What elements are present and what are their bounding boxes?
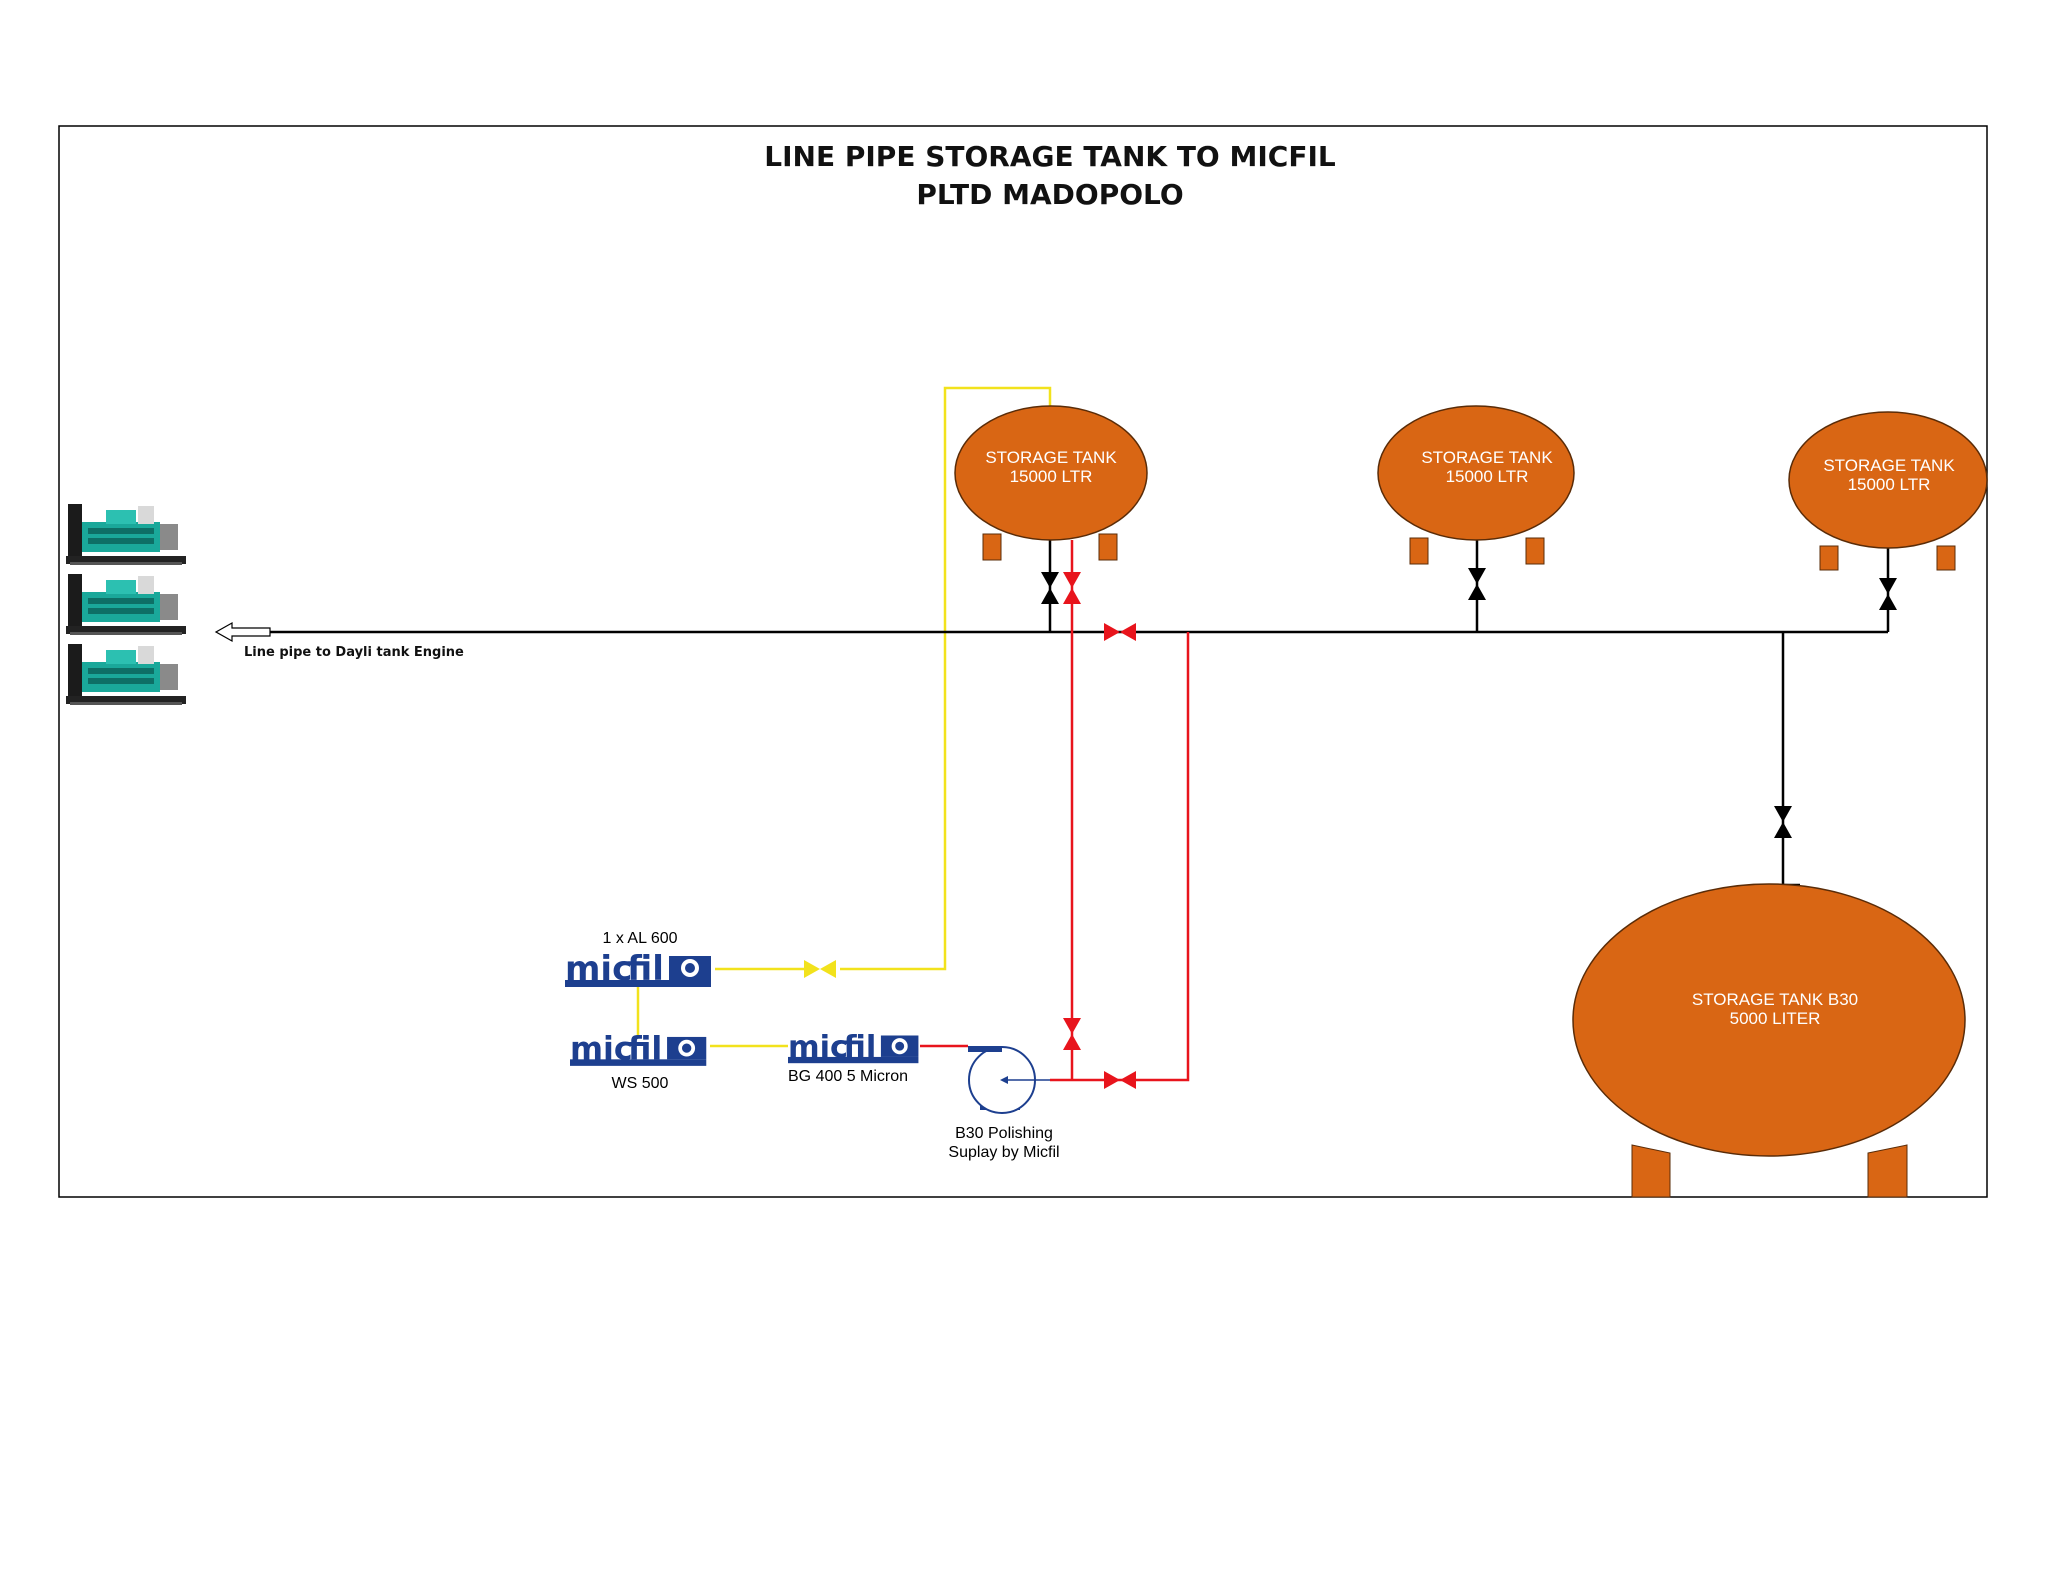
gate-valve-icon	[1468, 568, 1486, 600]
pump-label-line2: Suplay by Micfil	[948, 1144, 1059, 1161]
tank-3-label-line2: 15000 LTR	[1848, 475, 1931, 494]
diagram-title-line1: LINE PIPE STORAGE TANK TO MICFIL	[764, 140, 1336, 173]
filter-ws500	[570, 1032, 707, 1068]
gate-valve-icon	[804, 960, 836, 978]
ws500-label: WS 500	[612, 1075, 669, 1092]
pump-label-line1: B30 Polishing	[955, 1125, 1053, 1142]
tank-3-label-line1: STORAGE TANK	[1823, 456, 1955, 475]
gate-valve-icon	[1041, 572, 1059, 604]
generator-icon	[66, 640, 186, 706]
al600-label: 1 x AL 600	[602, 930, 677, 947]
generator-icon	[66, 500, 186, 566]
engine-line-label: Line pipe to Dayli tank Engine	[244, 645, 464, 660]
tank-b30-label-line1: STORAGE TANK B30	[1692, 990, 1858, 1009]
yellow-line	[636, 386, 1052, 1048]
gate-valve-icon	[1063, 572, 1081, 604]
filter-al600	[565, 952, 711, 988]
filter-bg400	[788, 1030, 919, 1065]
flow-arrow-icon	[214, 621, 271, 643]
gate-valve-icon	[1063, 1018, 1081, 1050]
gate-valve-icon	[1774, 806, 1792, 838]
gate-valve-icon	[1104, 1071, 1136, 1089]
bg400-label: BG 400 5 Micron	[788, 1068, 908, 1085]
storage-tank-2: STORAGE TANK 15000 LTR	[1377, 405, 1575, 565]
tank-2-label-line1: STORAGE TANK	[1421, 448, 1553, 467]
tank-2-label-line2: 15000 LTR	[1446, 467, 1529, 486]
tank-1-label-line2: 15000 LTR	[1010, 467, 1093, 486]
main-header-line	[243, 540, 1890, 887]
generator-icon	[66, 570, 186, 636]
tank-1-label-line1: STORAGE TANK	[985, 448, 1117, 467]
storage-tank-3: STORAGE TANK 15000 LTR	[1788, 411, 1988, 571]
centrifugal-pump-icon	[968, 1046, 1050, 1114]
tank-b30-label-line2: 5000 LITER	[1730, 1009, 1821, 1028]
gate-valve-icon	[1879, 578, 1897, 610]
diagram-border	[58, 125, 1988, 1198]
diagram-title-line2: PLTD MADOPOLO	[916, 178, 1183, 211]
red-lines	[920, 540, 1190, 1082]
storage-tank-b30: STORAGE TANK B30 5000 LITER	[1572, 883, 1966, 1198]
storage-tank-1: STORAGE TANK 15000 LTR	[954, 405, 1148, 561]
gate-valve-icon	[1104, 623, 1136, 641]
